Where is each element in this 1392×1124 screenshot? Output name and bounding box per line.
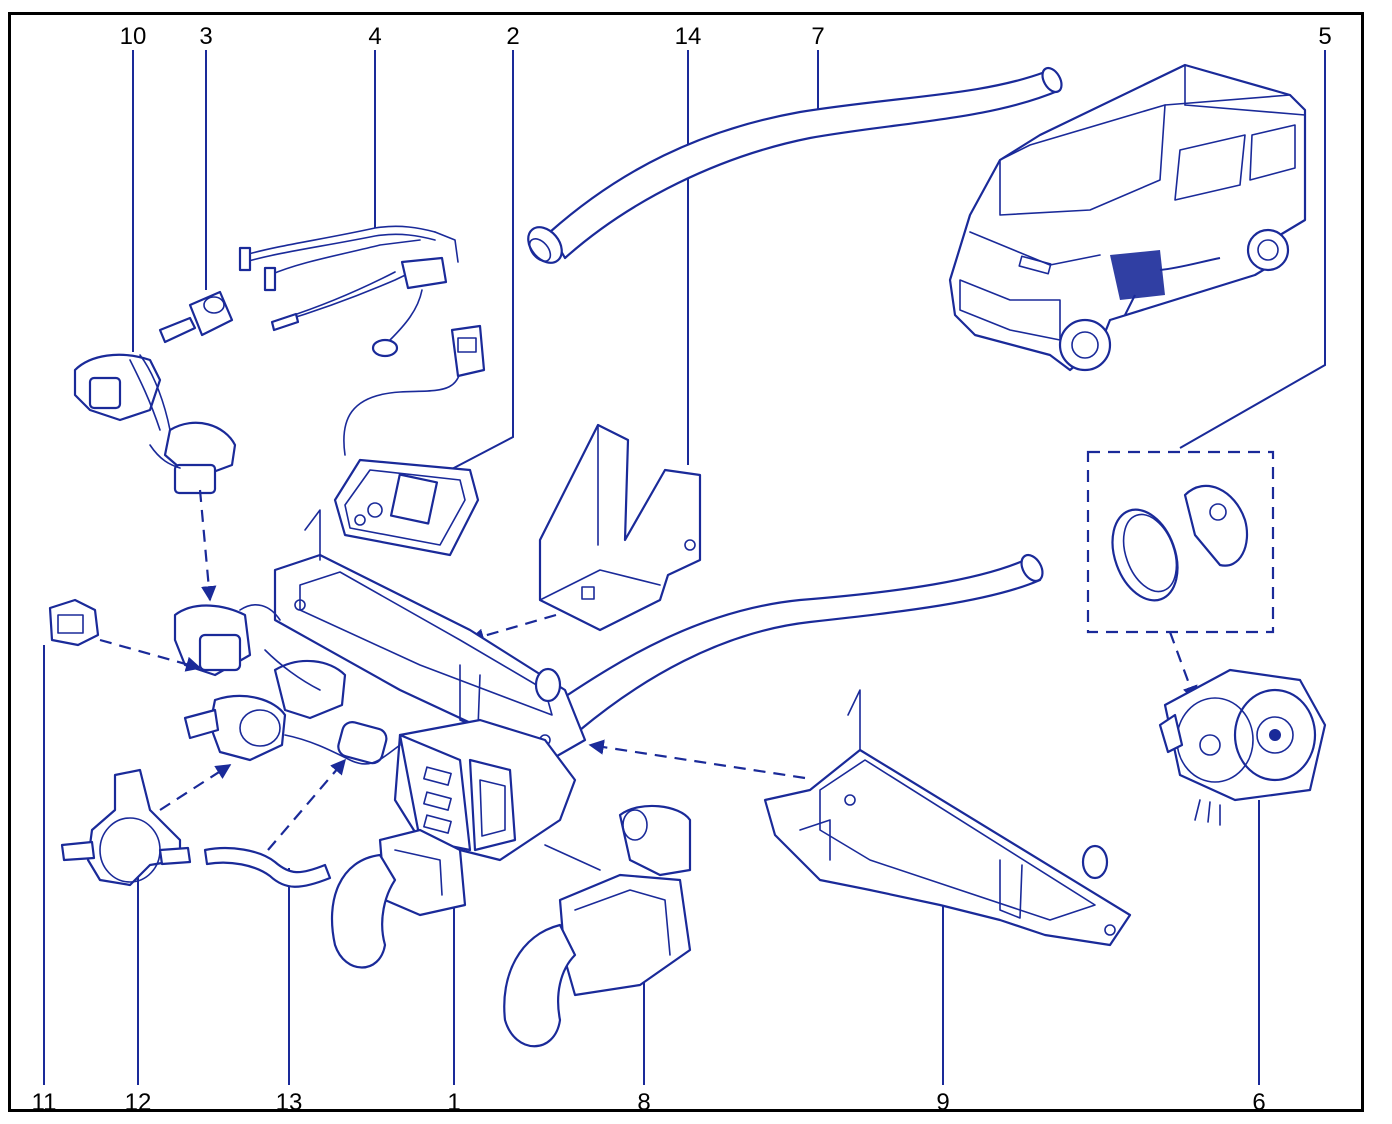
callout-label-4: 4 — [368, 23, 381, 50]
mounting-bracket — [538, 423, 702, 632]
callout-12: 12 — [125, 865, 152, 1116]
dashed-arrow-13 — [267, 758, 347, 851]
dashed-arrow-10 — [198, 489, 217, 602]
callout-2: 2 — [449, 23, 520, 471]
heater-main-assembly — [173, 509, 587, 862]
callout-13: 13 — [276, 868, 303, 1116]
callout-label-5: 5 — [1318, 23, 1331, 50]
small-sensor — [48, 598, 100, 647]
dashed-arrow-11 — [99, 638, 202, 672]
exhaust-pipe-lower — [558, 553, 1044, 732]
wiring-harness — [238, 225, 459, 358]
callout-11: 11 — [32, 645, 57, 1116]
callout-label-2: 2 — [506, 23, 519, 50]
dosing-pump — [60, 768, 192, 887]
exhaust-pipe-upper — [527, 66, 1063, 264]
callout-6: 6 — [1252, 800, 1266, 1116]
exhaust-silencer-8 — [503, 804, 692, 1048]
callout-label-8: 8 — [637, 1089, 650, 1116]
callout-label-1: 1 — [447, 1089, 460, 1116]
callout-label-11: 11 — [32, 1089, 57, 1116]
seal-kit-box — [1086, 450, 1275, 634]
callout-14: 14 — [675, 23, 702, 465]
callout-4: 4 — [368, 23, 382, 228]
callout-5: 5 — [1179, 23, 1332, 449]
van-illustration — [948, 63, 1307, 372]
callout-label-12: 12 — [125, 1089, 152, 1116]
callout-label-6: 6 — [1252, 1089, 1265, 1116]
blower-motor — [1158, 668, 1327, 826]
dashed-arrow-12 — [159, 764, 232, 811]
callout-7: 7 — [811, 23, 825, 110]
callout-label-7: 7 — [811, 23, 824, 50]
callout-8: 8 — [637, 968, 651, 1116]
callout-label-13: 13 — [276, 1089, 303, 1116]
dashed-arrow-14 — [468, 613, 557, 644]
callout-3: 3 — [199, 23, 213, 290]
temperature-sensor — [158, 290, 234, 344]
callout-label-10: 10 — [120, 23, 147, 50]
exhaust-silencer-1 — [330, 828, 467, 969]
callout-9: 9 — [936, 900, 950, 1116]
dashed-arrow-9 — [588, 739, 806, 780]
fuel-hose — [203, 847, 332, 888]
control-unit — [333, 324, 486, 557]
callout-label-9: 9 — [936, 1089, 949, 1116]
lower-mounting-frame — [763, 689, 1132, 947]
solenoid-valve-assembly — [73, 353, 237, 495]
callout-10: 10 — [120, 23, 147, 352]
dashed-arrow-5 — [1168, 631, 1198, 702]
callout-1: 1 — [447, 895, 461, 1116]
callout-label-3: 3 — [199, 23, 212, 50]
callout-label-14: 14 — [675, 23, 702, 50]
